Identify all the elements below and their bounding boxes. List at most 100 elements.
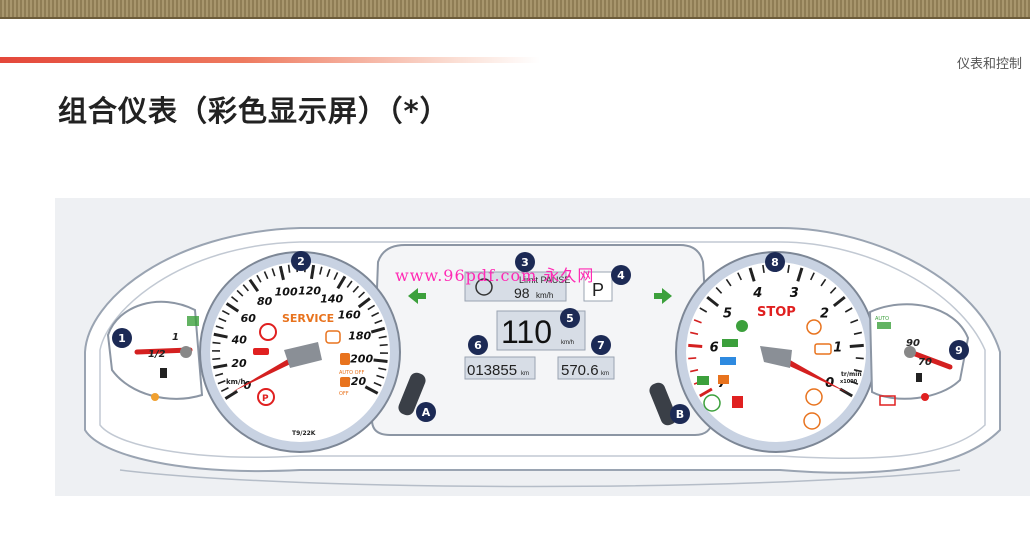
gauge-tick-label: 140 xyxy=(320,293,343,306)
gauge-tick xyxy=(853,369,862,373)
gauge-tick xyxy=(217,380,226,385)
header-rule xyxy=(0,17,1030,19)
door-open-icon xyxy=(732,396,743,408)
gauge-tick xyxy=(215,372,224,377)
temp-tick-70: 70 xyxy=(918,357,932,368)
svg-text:A: A xyxy=(422,406,431,419)
gauge-tick xyxy=(378,335,387,339)
gauge-tick xyxy=(378,367,387,371)
gauge-tick xyxy=(215,325,224,330)
gauge-tick xyxy=(690,369,699,373)
gauge-tick-label: 20 xyxy=(231,357,247,370)
gauge-tick xyxy=(373,358,388,363)
gauge-tick xyxy=(737,272,743,281)
gauge-tick xyxy=(278,265,285,281)
traction-control-icon xyxy=(187,316,199,326)
gauge-tick xyxy=(364,385,379,395)
odometer-panel xyxy=(464,356,536,380)
gauge-tick xyxy=(832,295,846,308)
fuel-gauge: 1/2 1 xyxy=(106,300,204,401)
rear-fog-icon xyxy=(718,375,729,384)
speed-limit-panel xyxy=(464,271,567,302)
digital-speed-unit: km/h xyxy=(561,340,574,346)
gauge-tick-label: 3 xyxy=(790,286,799,301)
auto-lamp-icon xyxy=(703,394,721,412)
right-button xyxy=(649,382,677,426)
gauge-tick xyxy=(225,302,240,313)
gauge-tick xyxy=(319,266,323,275)
callout-6: 6 xyxy=(468,335,488,355)
gauge-tick xyxy=(688,343,703,348)
gauge-tick xyxy=(371,311,380,317)
gauge-tick xyxy=(336,275,347,290)
gauge-tick xyxy=(820,278,827,287)
gauge-tick xyxy=(263,271,269,280)
cluster-housing-inner xyxy=(99,241,986,460)
gauge-tick-label: 60 xyxy=(241,312,257,325)
section-label: 仪表和控制 xyxy=(956,57,1022,72)
parking-brake-p: P xyxy=(262,394,269,404)
gauge-tick xyxy=(849,343,864,348)
svg-text:5: 5 xyxy=(566,312,574,325)
svg-text:9: 9 xyxy=(955,344,963,357)
tacho-unit-line1: tr/min xyxy=(841,371,862,378)
speedometer-unit: km/h xyxy=(226,378,246,386)
gauge-tick xyxy=(725,278,732,287)
tyre-warning-icon xyxy=(803,412,821,430)
odometer-unit: km xyxy=(521,371,529,377)
battery-icon xyxy=(879,395,896,406)
temp-needle xyxy=(907,349,953,370)
accent-stripe xyxy=(0,57,540,63)
auto-off-label: AUTO OFF xyxy=(339,370,364,376)
callout-3: 3 xyxy=(515,252,535,272)
gauge-tick-label: 200 xyxy=(350,353,373,366)
gauge-tick xyxy=(690,331,699,335)
limit-unit: km/h xyxy=(536,291,553,300)
gauge-tick xyxy=(224,389,239,400)
svg-text:6: 6 xyxy=(474,339,482,352)
gauge-tick xyxy=(699,307,708,313)
gauge-tick xyxy=(213,363,228,370)
svg-text:4: 4 xyxy=(617,269,625,282)
trip-value: 570.6 xyxy=(561,362,599,379)
seatbelt-icon xyxy=(340,353,350,365)
callout-9: 9 xyxy=(949,340,969,360)
gauge-tick xyxy=(748,267,756,282)
tachometer-hub xyxy=(760,346,792,368)
gauge-tick xyxy=(212,357,221,361)
model-code: T9/22K xyxy=(292,430,316,437)
fog-lamp-icon xyxy=(697,376,709,385)
gauge-tick xyxy=(762,264,765,274)
auto-wiper-icon xyxy=(877,322,891,329)
headlamp-icon xyxy=(722,339,738,347)
odometer-value: 013855 xyxy=(467,362,517,379)
tachometer-needle xyxy=(772,352,848,393)
coolant-warning-lamp xyxy=(921,393,929,401)
airbag-off-icon xyxy=(340,377,350,387)
gauge-tick xyxy=(688,357,697,360)
callout-1: 1 xyxy=(112,328,132,348)
limit-label: Limit PAUSE xyxy=(519,275,570,285)
gear-indicator: P xyxy=(592,280,604,300)
gauge-tick xyxy=(231,296,239,303)
gauge-tick xyxy=(809,272,815,281)
temp-needle-hub xyxy=(904,346,916,358)
hazard-icon xyxy=(736,320,748,332)
gauge-tick xyxy=(715,286,723,294)
fuel-tick-full: 1 xyxy=(172,332,179,343)
gauge-tick xyxy=(855,357,864,360)
gauge-tick-label: 120 xyxy=(298,285,321,298)
cluster-lower-trim xyxy=(119,469,961,488)
tyre-pressure-icon xyxy=(805,388,823,406)
gauge-tick xyxy=(242,284,249,292)
brake-pad-icon xyxy=(806,319,822,335)
gauge-tick xyxy=(213,332,228,339)
fuel-warning-lamp xyxy=(151,393,159,401)
abs-icon xyxy=(325,330,341,344)
gauge-tick xyxy=(373,381,382,387)
sidelamp-icon xyxy=(720,357,736,365)
speed-limiter-icon xyxy=(475,278,493,296)
right-turn-arrow-icon xyxy=(654,288,672,304)
speedometer-hub xyxy=(284,342,322,368)
